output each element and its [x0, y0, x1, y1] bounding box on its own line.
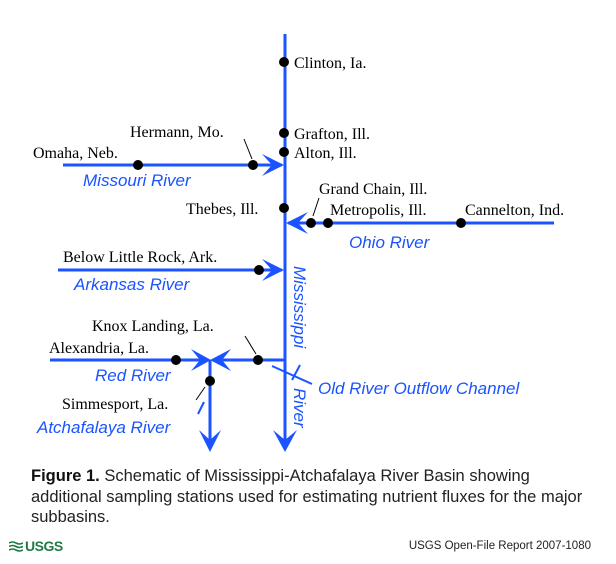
thebes-station-dot [279, 203, 289, 213]
little-rock-station-dot [254, 265, 264, 275]
ohio-river-label: Ohio River [349, 233, 431, 252]
red-river-label: Red River [95, 366, 172, 385]
missouri-arrowhead [262, 154, 284, 176]
arkansas-arrowhead [262, 259, 284, 281]
river-basin-schematic: Clinton, Ia. Grafton, Ill. Alton, Ill. H… [33, 34, 564, 452]
report-number: USGS Open-File Report 2007-1080 [408, 540, 591, 552]
simmesport-station-dot [205, 376, 215, 386]
caption-text: Schematic of Mississippi-Atchafalaya Riv… [31, 467, 583, 526]
cannelton-station-dot [456, 218, 466, 228]
atchafalaya-label-leader [197, 401, 205, 415]
atchafalaya-river-label: Atchafalaya River [36, 418, 172, 437]
metropolis-station-dot [323, 218, 333, 228]
alton-label: Alton, Ill. [294, 145, 357, 162]
grand-chain-leader [312, 197, 320, 217]
knox-station-dot [253, 355, 263, 365]
arkansas-river-label: Arkansas River [73, 275, 191, 294]
figure-caption: Figure 1. Schematic of Mississippi-Atcha… [31, 466, 591, 528]
clinton-label: Clinton, Ia. [294, 55, 366, 72]
mississippi-river-label: Mississippi [290, 266, 309, 349]
clinton-station-dot [279, 57, 289, 67]
hermann-leader [243, 138, 253, 160]
alton-station-dot [279, 147, 289, 157]
alexandria-station-dot [171, 355, 181, 365]
alexandria-label: Alexandria, La. [49, 340, 149, 357]
hermann-label: Hermann, Mo. [130, 124, 224, 141]
grafton-label: Grafton, Ill. [294, 126, 370, 143]
red-river-arrowhead [191, 349, 211, 371]
usgs-wave-icon [9, 540, 23, 552]
mississippi-river-label-2: River [290, 388, 309, 429]
mississippi-arrowhead [273, 430, 297, 452]
old-river-label: Old River Outflow Channel [318, 379, 520, 398]
thebes-label: Thebes, Ill. [186, 201, 258, 218]
grand-chain-label: Grand Chain, Ill. [319, 181, 427, 198]
omaha-station-dot [133, 160, 143, 170]
usgs-logo: USGS [9, 538, 63, 554]
grand-chain-station-dot [306, 218, 316, 228]
cannelton-label: Cannelton, Ind. [465, 202, 564, 219]
caption-label: Figure 1. [31, 467, 100, 485]
little-rock-label: Below Little Rock, Ark. [63, 249, 217, 266]
simmesport-label: Simmesport, La. [62, 396, 168, 413]
atchafalaya-arrowhead [199, 430, 221, 452]
knox-label: Knox Landing, La. [92, 318, 214, 335]
missouri-river-label: Missouri River [83, 171, 192, 190]
hermann-station-dot [248, 160, 258, 170]
old-river-leader [271, 365, 313, 385]
simmesport-leader [195, 386, 206, 401]
metropolis-label: Metropolis, Ill. [330, 202, 426, 219]
omaha-label: Omaha, Neb. [33, 145, 118, 162]
grafton-station-dot [279, 128, 289, 138]
usgs-logo-text: USGS [25, 538, 63, 554]
knox-leader [244, 335, 257, 355]
ohio-arrowhead [286, 212, 308, 234]
old-river-arrowhead [210, 349, 231, 371]
mississippi-label-leader [291, 364, 301, 381]
